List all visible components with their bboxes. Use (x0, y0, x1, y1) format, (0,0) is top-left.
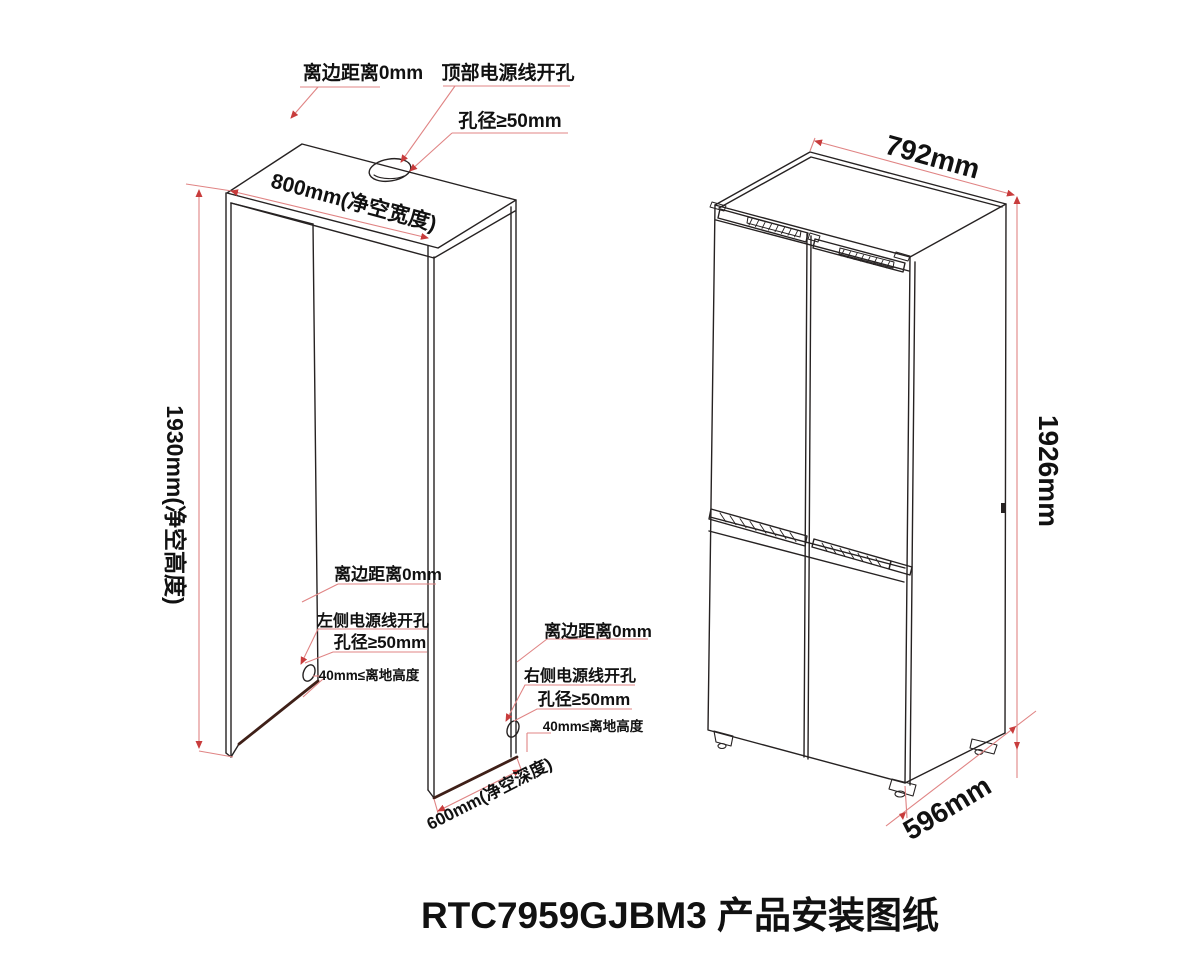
niche-left-hole-label: 左侧电源线开孔 (316, 611, 429, 630)
fridge-height-label: 1926mm (1033, 415, 1064, 527)
fridge-feet (713, 730, 998, 798)
fridge-width-label: 792mm (882, 129, 983, 185)
fridge-drawing (707, 151, 1007, 798)
niche-left-floor-height-label: 40mm≤离地高度 (319, 667, 420, 683)
fridge-labels: 792mm 1926mm 596mm (882, 129, 1064, 846)
fridge-dimensions (809, 137, 1037, 827)
niche-labels: 离边距离0mm 顶部电源线开孔 孔径≥50mm 800mm(净空宽度) 1930… (162, 61, 652, 834)
fridge-handle-upper-right (811, 538, 913, 576)
niche-dimensions (185, 85, 648, 814)
niche-top-hole (368, 157, 412, 183)
niche-left-floor-edge (237, 679, 320, 746)
fridge-top-vent-left (709, 201, 809, 243)
niche-right-hole-diameter-label: 孔径≥50mm (538, 689, 630, 709)
niche-right-hole (506, 720, 520, 738)
page-title: RTC7959GJBM3 产品安装图纸 (421, 895, 939, 936)
fridge-top-vent-right (807, 232, 911, 273)
niche-height-label: 1930mm(净空高度) (162, 405, 188, 604)
niche-left-hole (302, 664, 316, 682)
fridge-handle-upper-left (708, 508, 808, 547)
niche-top-hole-diameter-label: 孔径≥50mm (458, 110, 561, 132)
fridge-front-face (707, 204, 911, 784)
niche-left-edge-distance-label: 离边距离0mm (334, 564, 442, 584)
niche-right-floor-height-label: 40mm≤离地高度 (543, 718, 644, 734)
niche-right-edge-distance-label: 离边距离0mm (544, 621, 652, 641)
niche-top-edge-distance-label: 离边距离0mm (303, 61, 423, 84)
niche-left-hole-diameter-label: 孔径≥50mm (334, 632, 426, 652)
niche-right-hole-label: 右侧电源线开孔 (524, 666, 636, 685)
niche-drawing (225, 143, 520, 800)
niche-top-hole-label: 顶部电源线开孔 (441, 61, 574, 84)
fridge-depth-label: 596mm (898, 770, 997, 846)
